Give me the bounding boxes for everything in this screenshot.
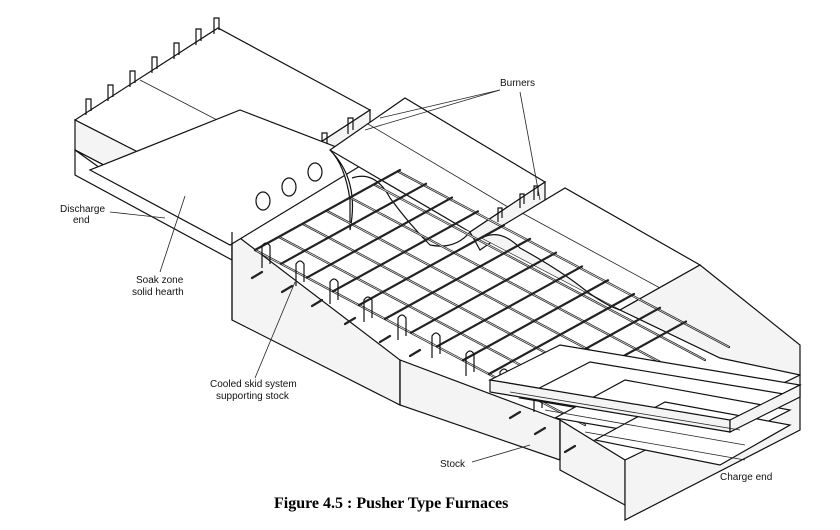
skid-support-post [295,260,305,286]
label-skid-line1: Cooled skid system [210,379,297,390]
skid-rail-highlight [350,197,682,374]
skid-cross-support [331,210,480,293]
skid-support-post [465,350,475,376]
label-discharge-line2: end [73,215,90,226]
heating-zone-roof [328,97,547,251]
label-burners: Burners [500,78,535,89]
skid-support-post [363,296,373,322]
figure-caption: Figure 4.5 : Pusher Type Furnaces [274,495,508,512]
preheat-zone-roof [480,185,801,376]
skid-rail-highlight [374,184,706,361]
furnace-hearth [74,109,801,521]
label-charge-end: Charge end [720,472,772,483]
label-soak-line1: Soak zone [136,275,184,286]
skid-cross-support [357,224,506,307]
labels: Burners Discharge end Soak zone solid he… [60,78,772,483]
skid-cross-support [279,182,428,265]
label-discharge-line1: Discharge [60,204,105,215]
skid-rail-highlight [398,171,730,348]
skid-cross-support [487,292,636,376]
label-stock: Stock [440,459,466,470]
skid-cross-support [253,168,402,252]
skid-support-post [261,242,271,268]
cooled-skid-grid [253,168,731,427]
skid-cross-support [383,237,532,320]
stock-slabs [488,344,802,466]
skid-cross-support [305,196,454,279]
skid-cross-support [435,265,584,348]
skid-cross-support [409,251,558,334]
skid-pipe-ends [250,270,577,454]
skid-support-post [397,314,407,340]
skid-support-post [431,332,441,358]
burner-openings [255,162,323,211]
skid-cross-support [461,279,610,362]
skid-support-post [329,278,339,304]
label-soak-line2: solid hearth [132,287,184,298]
label-skid-line2: supporting stock [216,391,290,402]
leader-lines [109,89,541,463]
